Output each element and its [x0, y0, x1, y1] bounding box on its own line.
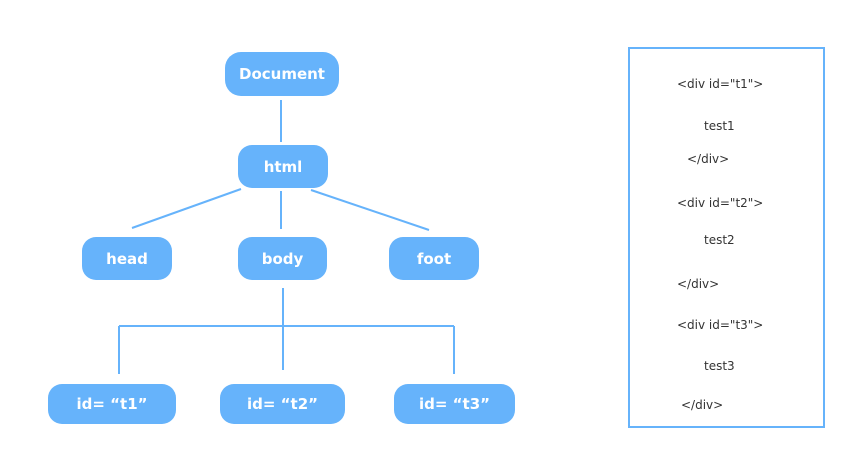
- code-line-open-t2: <div id="t2">: [677, 196, 764, 210]
- code-line-test2: test2: [704, 233, 735, 247]
- code-line-test1: test1: [704, 119, 735, 133]
- code-line-close-t2: </div>: [677, 277, 720, 291]
- node-t3: id= “t3”: [394, 384, 515, 424]
- node-html: html: [238, 145, 328, 188]
- node-body: body: [238, 237, 327, 280]
- code-panel: <div id="t1"> test1 </div> <div id="t2">…: [628, 47, 825, 428]
- code-line-close-t3: </div>: [681, 398, 724, 412]
- node-t1: id= “t1”: [48, 384, 176, 424]
- node-foot: foot: [389, 237, 479, 280]
- node-t2: id= “t2”: [220, 384, 345, 424]
- code-line-test3: test3: [704, 359, 735, 373]
- code-line-close-t1: </div>: [687, 152, 730, 166]
- connector-html-head: [131, 188, 242, 229]
- connector-html-foot: [310, 189, 430, 231]
- node-head: head: [82, 237, 172, 280]
- node-document: Document: [225, 52, 339, 96]
- code-line-open-t1: <div id="t1">: [677, 77, 764, 91]
- code-line-open-t3: <div id="t3">: [677, 318, 764, 332]
